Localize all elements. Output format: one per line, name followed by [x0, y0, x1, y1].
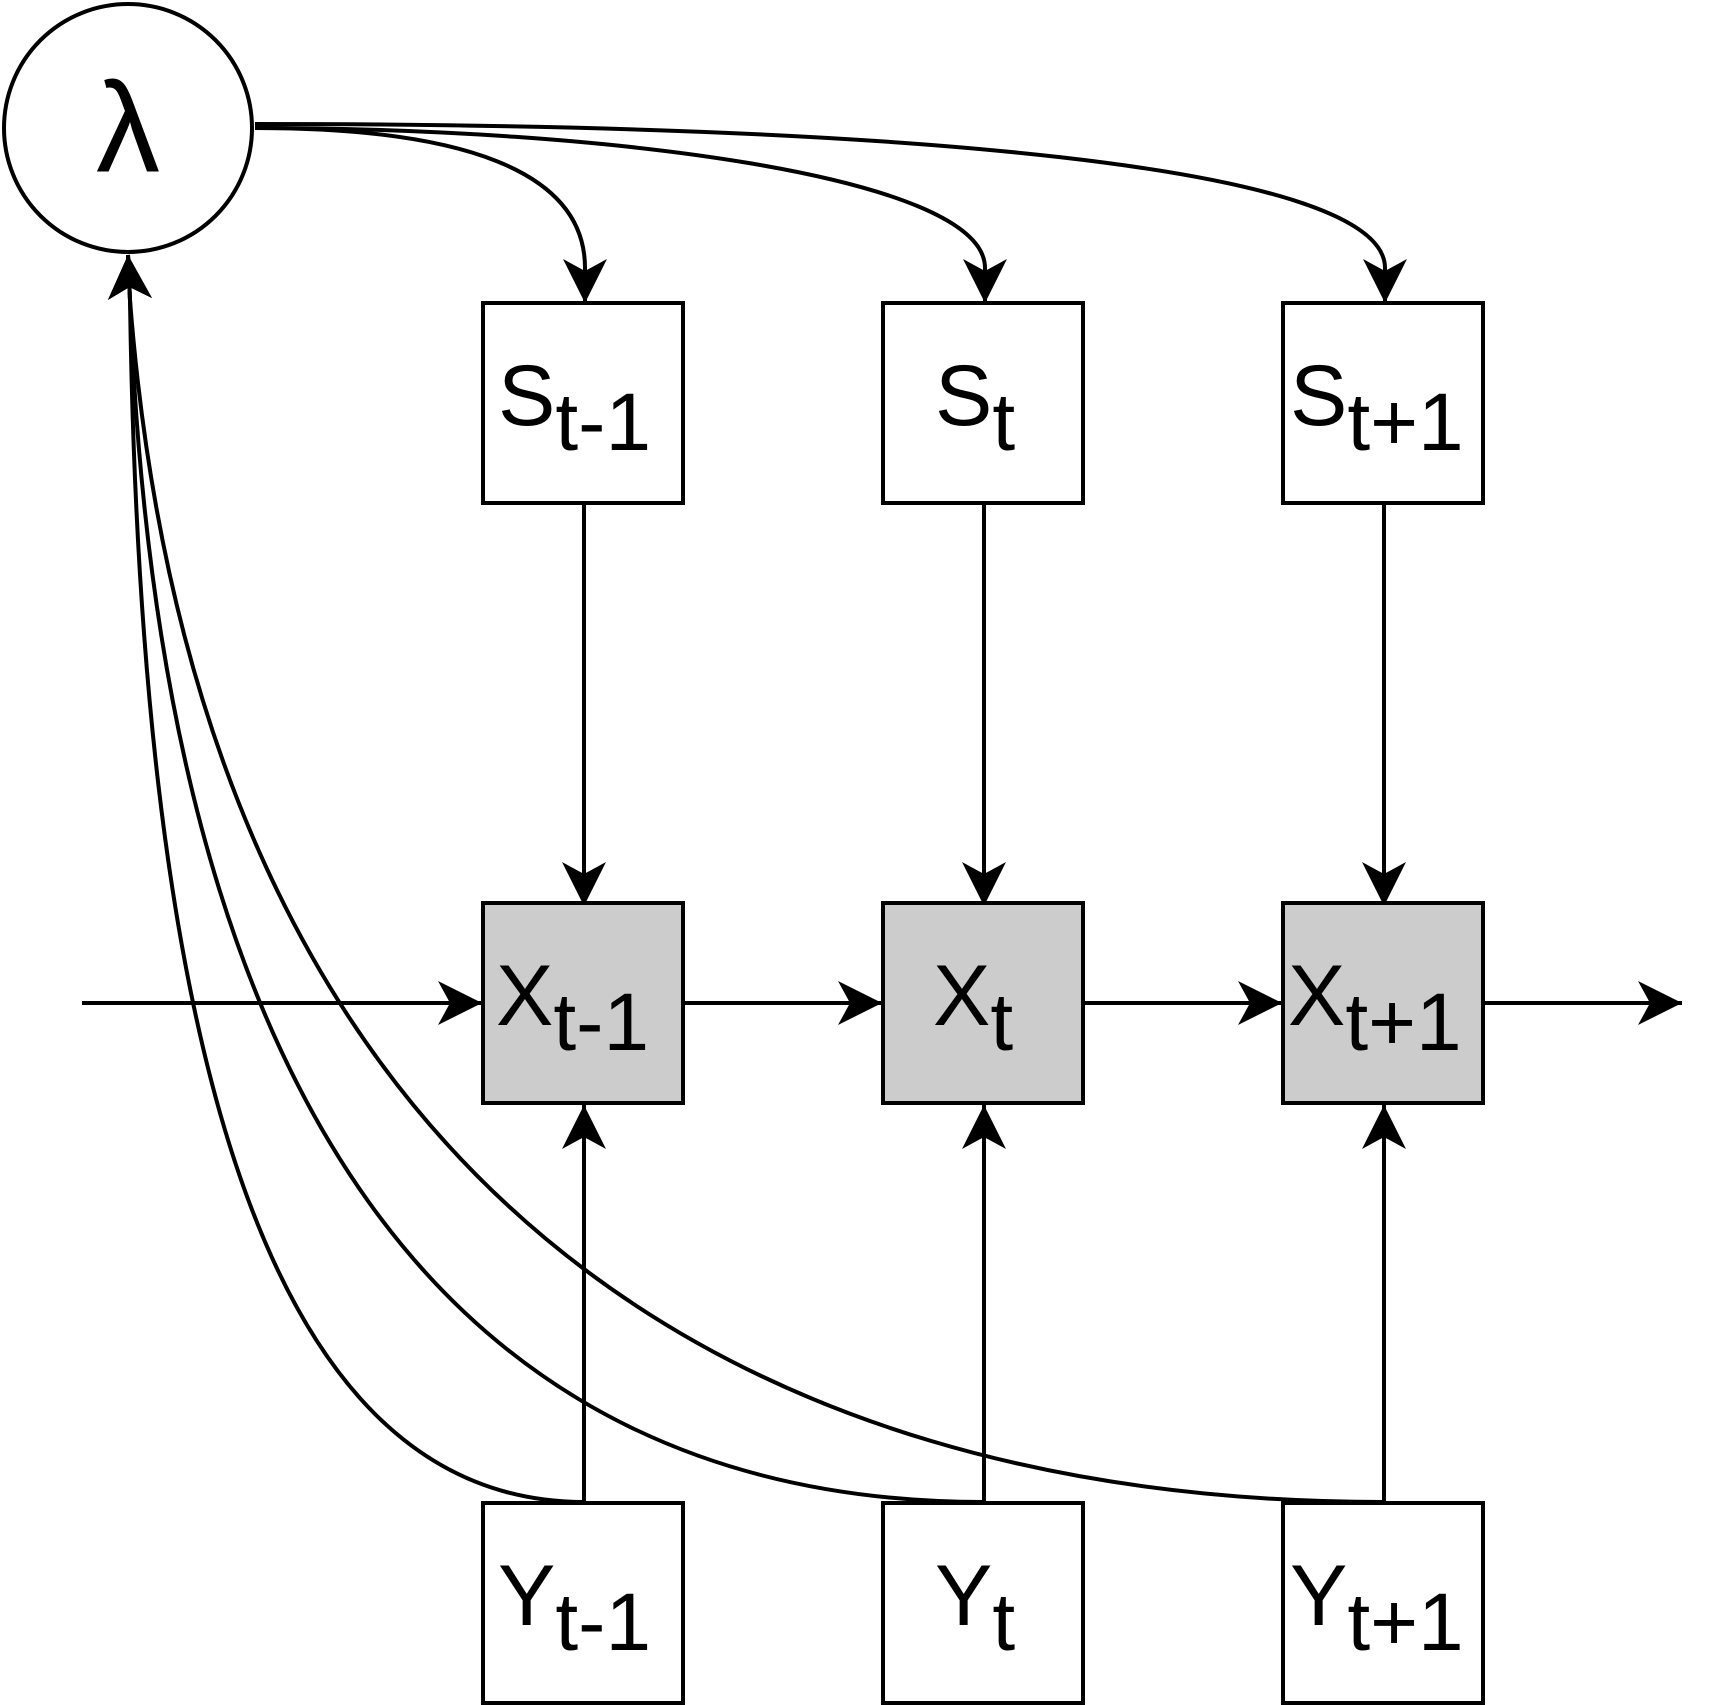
svg-text:St: St	[935, 348, 1015, 468]
edge-y-curr-to-lambda	[107, 254, 985, 1504]
node-s-curr-base: S	[935, 348, 992, 444]
node-s-next-sub: t+1	[1347, 377, 1463, 468]
node-s-curr-sub: t	[992, 377, 1015, 468]
node-y-next-sub: t+1	[1347, 1577, 1463, 1668]
lambda-node: λ	[2, 2, 254, 254]
node-y-prev: Yt-1	[481, 1501, 685, 1705]
node-y-prev-sub: t-1	[555, 1577, 651, 1668]
svg-text:St+1: St+1	[1290, 348, 1464, 468]
edge-layer	[82, 122, 1682, 1505]
node-s-prev-sub: t-1	[555, 377, 651, 468]
node-y-curr-sub: t	[992, 1577, 1015, 1668]
svg-text:Yt-1: Yt-1	[498, 1548, 651, 1668]
node-s-curr: St	[881, 301, 1085, 505]
svg-text:Xt-1: Xt-1	[496, 948, 649, 1068]
node-y-next-base: Y	[1290, 1548, 1347, 1644]
node-s-prev-base: S	[498, 348, 555, 444]
svg-text:St-1: St-1	[498, 348, 651, 468]
node-y-next: Yt+1	[1281, 1501, 1485, 1705]
node-y-curr: Yt	[881, 1501, 1085, 1705]
lambda-label: λ	[96, 57, 160, 200]
node-y-curr-base: Y	[935, 1548, 992, 1644]
edge-lambda-to-s-next	[254, 122, 1407, 303]
node-x-curr-base: X	[933, 948, 990, 1044]
node-x-prev-sub: t-1	[553, 977, 649, 1068]
svg-text:Yt: Yt	[935, 1548, 1015, 1668]
node-x-prev-base: X	[496, 948, 553, 1044]
svg-text:Xt: Xt	[933, 948, 1013, 1068]
svg-text:Xt+1: Xt+1	[1288, 948, 1462, 1068]
node-x-next-sub: t+1	[1345, 977, 1461, 1068]
edge-lambda-to-s-prev	[254, 126, 607, 303]
node-x-next-base: X	[1288, 948, 1345, 1044]
svg-text:Yt+1: Yt+1	[1290, 1548, 1464, 1668]
node-s-next: St+1	[1281, 301, 1485, 505]
node-x-curr-sub: t	[990, 977, 1013, 1068]
node-x-next: Xt+1	[1281, 901, 1485, 1105]
node-x-curr: Xt	[881, 901, 1085, 1105]
node-x-prev: Xt-1	[481, 901, 685, 1105]
node-s-next-base: S	[1290, 348, 1347, 444]
node-s-prev: St-1	[481, 301, 685, 505]
edge-y-next-to-lambda	[107, 254, 1385, 1504]
edge-y-prev-to-lambda	[107, 254, 585, 1504]
node-y-prev-base: Y	[498, 1548, 555, 1644]
edge-lambda-to-s-curr	[254, 126, 1007, 303]
